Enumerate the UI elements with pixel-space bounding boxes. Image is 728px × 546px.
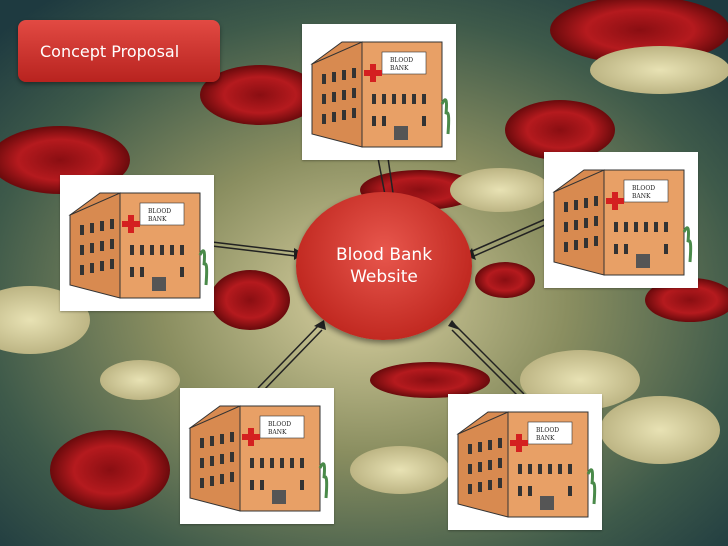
blood-bank-node-top: BLOOD BANK <box>302 24 456 160</box>
building-icon: BLOOD BANK <box>310 41 451 148</box>
building-sign-line2: BANK <box>632 193 651 200</box>
building-sign-line1: BLOOD <box>632 185 655 192</box>
hub-blood-bank-website: Blood Bank Website <box>296 192 472 340</box>
building-sign-line1: BLOOD <box>536 427 559 434</box>
slide-title-text: Concept Proposal <box>40 41 180 61</box>
building-icon: BLOOD BANK <box>456 411 597 518</box>
building-sign-line2: BANK <box>536 435 555 442</box>
blood-bank-node-right: BLOOD BANK <box>544 152 698 288</box>
hub-label-line2: Website <box>350 267 418 287</box>
building-sign-line1: BLOOD <box>148 208 171 215</box>
building-icon: BLOOD BANK <box>68 192 209 299</box>
blood-bank-node-left: BLOOD BANK <box>60 175 214 311</box>
building-sign-line2: BANK <box>390 65 409 72</box>
building-icon: BLOOD BANK <box>552 169 693 276</box>
blood-bank-node-bottom-left: BLOOD BANK <box>180 388 334 524</box>
building-sign-line2: BANK <box>268 429 287 436</box>
building-sign-line1: BLOOD <box>390 57 413 64</box>
building-sign-line2: BANK <box>148 216 167 223</box>
hub-label-line1: Blood Bank <box>335 245 433 265</box>
blood-bank-node-bottom-right: BLOOD BANK <box>448 394 602 530</box>
building-icon: BLOOD BANK <box>188 405 329 512</box>
building-sign-line1: BLOOD <box>268 421 291 428</box>
slide-title: Concept Proposal <box>18 20 220 82</box>
